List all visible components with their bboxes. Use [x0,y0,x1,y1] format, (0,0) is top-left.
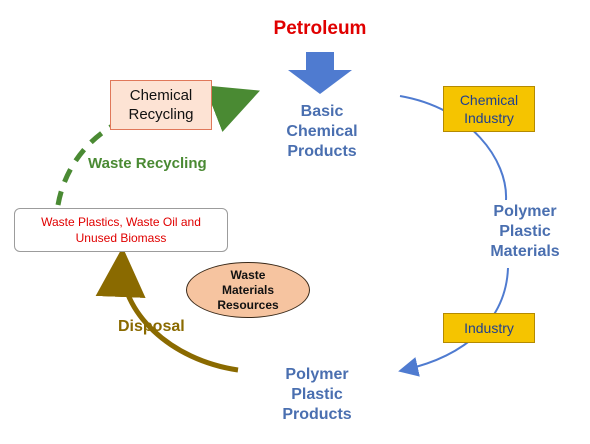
arc-recycling-to-basic [204,85,260,132]
chemical-recycling-box: Chemical Recycling [110,80,212,130]
arc-basic-to-materials [399,95,508,201]
waste-plastics-box: Waste Plastics, Waste Oil and Unused Bio… [14,208,228,252]
waste-recycling-label: Waste Recycling [88,155,207,172]
basic-chemical-products-label: Basic Chemical Products [286,103,358,160]
waste-materials-resources-ellipse: Waste Materials Resources [186,262,310,318]
industry-box: Industry [443,313,535,343]
disposal-label: Disposal [118,318,185,335]
chemical-industry-box: Chemical Industry [443,86,535,132]
petroleum-title: Petroleum [273,18,367,39]
polymer-plastic-products-label: Polymer Plastic Products [282,366,352,423]
petroleum-down-arrow [288,52,352,94]
polymer-plastic-materials-label: Polymer Plastic Materials [490,203,560,260]
arc-disposal [95,247,239,373]
